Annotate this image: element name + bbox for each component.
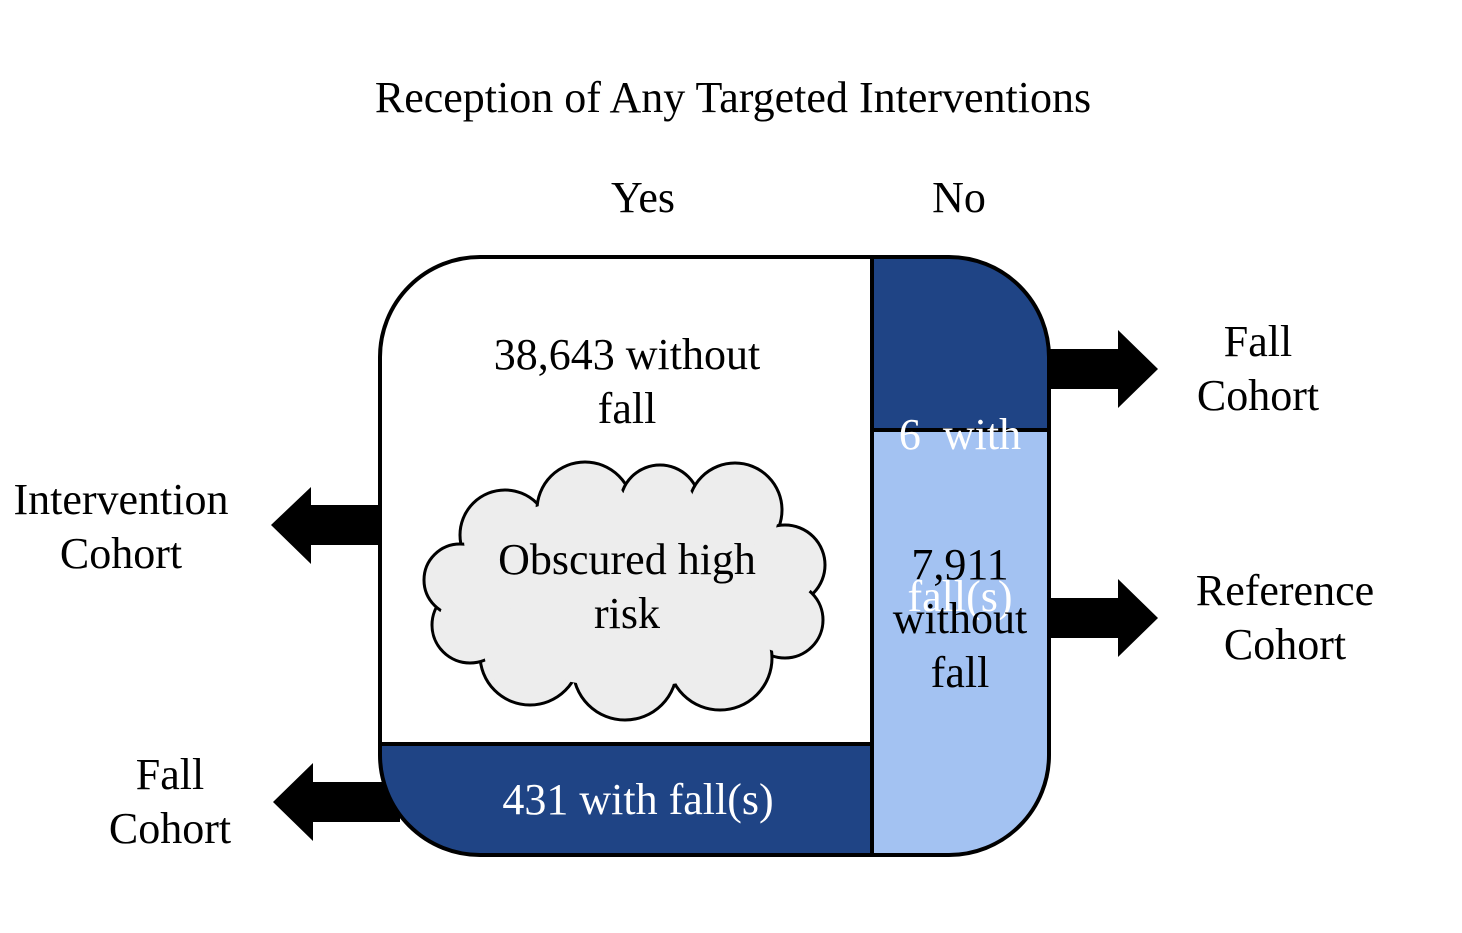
- label-intervention-cohort: Intervention Cohort: [13, 475, 229, 578]
- box-outline: [378, 255, 1051, 857]
- label-no-without-fall: 7,911 without fall: [892, 540, 1028, 697]
- arrow-to-fall-cohort-right: [1046, 330, 1158, 408]
- label-yes-with-fall: 431 with fall(s): [502, 775, 774, 824]
- cloud-label: Obscured high risk: [498, 535, 756, 638]
- label-no-with-fall: 6 with fall(s): [898, 410, 1022, 621]
- label-fall-cohort-left: Fall Cohort: [108, 750, 232, 853]
- obscured-risk-cloud-icon: [422, 460, 827, 722]
- diagram-title: Reception of Any Targeted Interventions: [374, 73, 1092, 122]
- column-header-no: No: [932, 173, 986, 222]
- label-yes-without-fall: 38,643 without fall: [493, 330, 761, 433]
- label-reference-cohort: Reference Cohort: [1195, 566, 1375, 669]
- column-header-yes: Yes: [610, 173, 676, 222]
- cell-yes-with-fall: [380, 744, 872, 855]
- cell-no-without-fall: [872, 430, 1049, 855]
- arrow-to-reference-cohort: [1046, 579, 1158, 657]
- arrow-to-fall-cohort-left: [273, 763, 400, 841]
- label-fall-cohort-right: Fall Cohort: [1196, 317, 1320, 420]
- arrow-to-intervention-cohort: [271, 487, 382, 564]
